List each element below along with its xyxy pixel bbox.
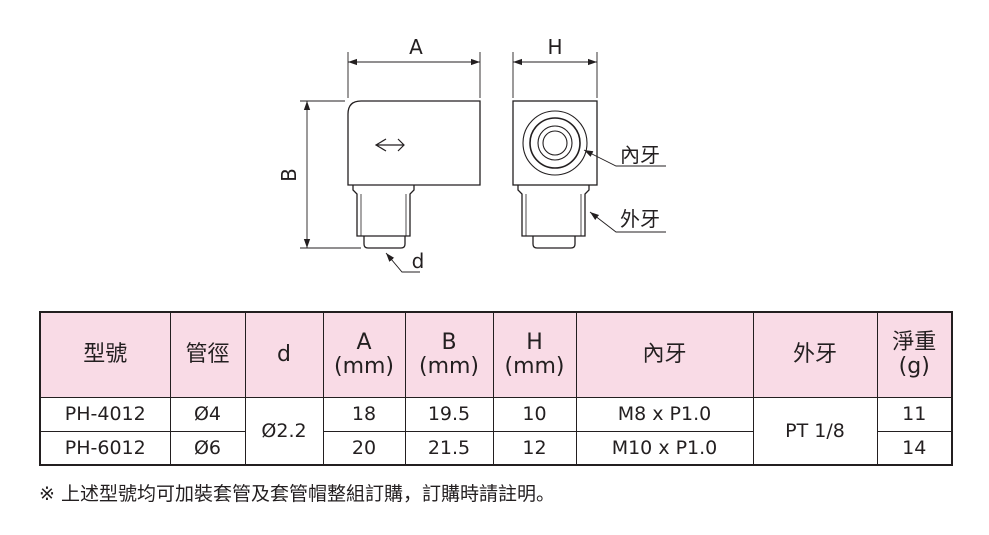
side-orifice	[363, 236, 406, 249]
side-thread-stem	[352, 185, 415, 237]
cell-inner-thread: M8 x P1.0	[575, 396, 754, 432]
cell-b: 21.5	[404, 430, 494, 466]
header-inner-thread: 內牙	[575, 311, 754, 398]
cell-a: 18	[322, 396, 406, 432]
inner-thread-leader	[583, 149, 666, 167]
port-ring	[529, 117, 581, 169]
dim-a-label: A	[409, 35, 423, 59]
cell-d-shared: Ø2.2	[244, 396, 324, 466]
dim-d-leader	[385, 252, 420, 273]
table-row: PH-4012 Ø4 Ø2.2 18 19.5 10 M8 x P1.0 PT …	[39, 396, 953, 466]
outer-thread-leader	[589, 211, 666, 233]
cell-b: 19.5	[404, 396, 494, 432]
front-orifice	[532, 236, 576, 249]
cell-a: 20	[322, 430, 406, 466]
port-inner-ring	[537, 125, 573, 161]
front-view	[512, 52, 666, 249]
dim-b-label: B	[277, 168, 301, 182]
header-d: d	[244, 311, 324, 398]
technical-drawing: A H B d 內牙 外牙	[277, 35, 666, 273]
cell-outer-thread-shared: PT 1/8	[752, 396, 878, 466]
header-a: A(mm)	[322, 311, 406, 398]
header-h: H(mm)	[492, 311, 577, 398]
side-view	[300, 52, 481, 273]
cell-tube: Ø4	[169, 396, 246, 432]
cell-weight: 14	[876, 430, 953, 466]
header-outer-thread: 外牙	[752, 311, 878, 398]
cell-inner-thread: M10 x P1.0	[575, 430, 754, 466]
spec-table: 型號 管徑 d A(mm) B(mm) H(mm) 內牙 外牙 淨重(g) PH…	[39, 311, 953, 466]
outer-thread-callout: 外牙	[620, 207, 660, 231]
front-thread-stem	[517, 185, 590, 237]
header-tube-diameter: 管徑	[169, 311, 246, 398]
side-body	[347, 100, 481, 186]
order-note: ※ 上述型號均可加裝套管及套管帽整組訂購，訂購時請註明。	[39, 483, 555, 505]
flow-arrow-icon	[374, 138, 405, 152]
cell-h: 10	[492, 396, 577, 432]
cell-tube: Ø6	[169, 430, 246, 466]
header-weight: 淨重(g)	[876, 311, 953, 398]
cell-model: PH-6012	[39, 430, 171, 466]
cell-weight: 11	[876, 396, 953, 432]
inner-thread-callout: 內牙	[620, 143, 660, 167]
front-body	[512, 100, 598, 186]
table-row: PH-6012 Ø6 20 21.5 12 M10 x P1.0 14	[39, 430, 953, 466]
dim-d-label: d	[412, 249, 425, 273]
header-model: 型號	[39, 311, 171, 398]
port-hole	[542, 130, 568, 156]
table-header-row: 型號 管徑 d A(mm) B(mm) H(mm) 內牙 外牙 淨重(g)	[39, 311, 953, 398]
dim-h-label: H	[547, 35, 562, 59]
port-outer-ring	[522, 110, 588, 176]
cell-h: 12	[492, 430, 577, 466]
cell-model: PH-4012	[39, 396, 171, 432]
header-b: B(mm)	[404, 311, 494, 398]
